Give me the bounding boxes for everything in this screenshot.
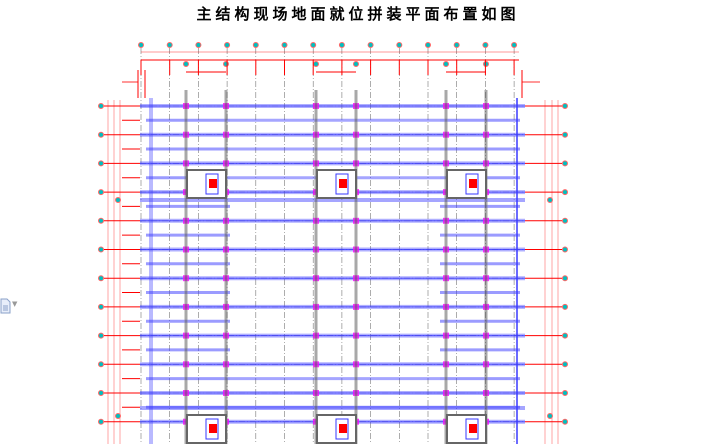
- axis-bubble: [353, 61, 359, 67]
- equipment-block: [469, 424, 477, 433]
- axis-bubble: [562, 390, 568, 396]
- axis-bubble: [115, 413, 121, 419]
- axis-bubble: [195, 42, 202, 48]
- axis-bubble: [425, 42, 431, 48]
- axis-bubble: [166, 42, 173, 48]
- equipment-block: [339, 424, 347, 433]
- axis-bubble: [98, 275, 104, 282]
- axis-bubble: [98, 131, 104, 138]
- axis-bubble: [453, 42, 460, 48]
- axis-bubble: [443, 61, 449, 67]
- axis-bubble: [562, 131, 568, 138]
- axis-bubble: [562, 246, 568, 253]
- axis-bubble: [281, 42, 288, 48]
- axis-bubble: [98, 361, 104, 368]
- axis-bubble: [562, 303, 568, 310]
- axis-bubble: [98, 217, 104, 224]
- axis-bubble: [562, 103, 568, 109]
- axis-bubble: [183, 61, 189, 67]
- axis-bubble: [98, 189, 104, 196]
- axis-bubble: [313, 61, 319, 67]
- axis-bubble: [252, 42, 259, 48]
- axis-bubble: [98, 418, 104, 425]
- core-box: [205, 173, 219, 195]
- core-box: [205, 418, 219, 440]
- equipment-block: [209, 424, 217, 433]
- axis-bubble: [562, 275, 568, 282]
- dropdown-caret-icon[interactable]: ▼: [12, 300, 18, 308]
- equipment-block: [469, 179, 477, 188]
- axis-bubble: [482, 42, 489, 48]
- axis-bubble: [562, 160, 568, 167]
- axis-bubble: [98, 303, 104, 310]
- axis-bubble: [115, 197, 121, 203]
- axis-bubble: [338, 42, 345, 48]
- axis-bubble: [396, 42, 403, 48]
- equipment-block: [339, 179, 347, 188]
- axis-bubble: [98, 246, 104, 253]
- document-icon[interactable]: [0, 298, 11, 314]
- core-box: [465, 418, 479, 440]
- axis-bubble: [483, 61, 489, 67]
- core-box: [335, 418, 349, 440]
- axis-bubble: [223, 61, 229, 67]
- axis-bubble: [511, 42, 518, 48]
- core-box: [335, 173, 349, 195]
- drawing-title: 主结构现场地面就位拼装平面布置如图: [196, 5, 520, 23]
- axis-bubble: [547, 413, 553, 419]
- axis-bubble: [138, 42, 144, 48]
- axis-bubble: [98, 390, 104, 396]
- axis-bubble: [98, 160, 104, 167]
- axis-bubble: [562, 332, 568, 339]
- axis-bubble: [310, 42, 317, 48]
- axis-bubble: [547, 197, 553, 203]
- axis-bubble: [98, 332, 104, 339]
- axis-bubble: [562, 189, 568, 196]
- equipment-block: [209, 179, 217, 188]
- axis-bubble: [367, 42, 374, 48]
- axis-bubble: [562, 361, 568, 368]
- axis-bubble: [98, 103, 104, 109]
- core-box: [465, 173, 479, 195]
- axis-bubble: [562, 217, 568, 224]
- axis-bubble: [562, 418, 568, 425]
- axis-bubble: [224, 42, 231, 48]
